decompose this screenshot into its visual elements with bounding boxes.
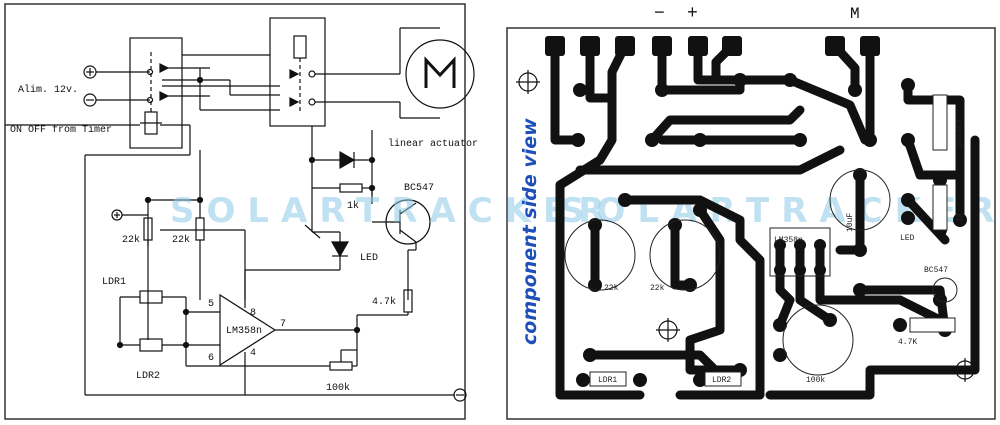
schematic-frame <box>4 3 466 420</box>
pcb-trim2-outline <box>649 219 721 291</box>
pcb-ldr1-label: LDR1 <box>598 376 617 385</box>
ldr1-label: LDR1 <box>102 277 126 288</box>
trim1-label: 22k <box>122 234 140 246</box>
pcb-plus-label: + <box>687 4 698 24</box>
led-symbol <box>330 241 350 258</box>
pcb-pot-outline <box>782 304 854 376</box>
ldr1-symbol <box>139 290 163 304</box>
trim2-label: 22k <box>172 234 190 246</box>
ldr2-symbol <box>139 338 163 352</box>
opamp-symbol <box>219 293 277 367</box>
pcb-trim2-label: 22k <box>650 284 665 293</box>
resistor-1k-label: 1k <box>347 200 359 212</box>
pcb-led-label: LED <box>900 234 915 243</box>
ground-terminal <box>453 388 467 402</box>
pcb-resistor-1k-outline <box>932 184 948 231</box>
pcb-cap-label: 10uF <box>846 213 855 232</box>
pcb-frame <box>506 27 996 420</box>
pcb-minus-label: − <box>654 4 665 24</box>
pcb-resistor-4k7-label: 4.7K <box>898 338 917 347</box>
pcb-opamp-outline <box>769 227 831 277</box>
pin6-label: 6 <box>208 353 214 364</box>
pot-100k-symbol <box>329 361 353 371</box>
pcb-resistor-1k-label: 1K <box>956 212 965 222</box>
pcb-trim1-label: 22k <box>604 284 619 293</box>
pcb-ldr1-outline <box>589 371 627 387</box>
pcb-ldr2-outline <box>704 371 742 387</box>
pcb-ldr2-label: LDR2 <box>712 376 731 385</box>
component-side-title: component side view <box>519 118 541 345</box>
pcb-transistor-outline <box>932 277 958 303</box>
pcb-motor-label: M <box>850 5 860 23</box>
transistor-label: BC547 <box>404 183 434 194</box>
pin8-label: 8 <box>250 308 256 319</box>
pcb-mounting-holes <box>516 70 977 382</box>
pcb-transistor-label: BC547 <box>924 266 948 275</box>
pcb-diode-outline <box>932 94 948 151</box>
pin7-label: 7 <box>280 319 286 330</box>
motor-m-glyph <box>424 56 456 88</box>
pin4-label: 4 <box>250 348 256 359</box>
diode-symbol <box>339 150 356 170</box>
pcb-components <box>564 94 958 387</box>
pcb-pads <box>545 36 967 387</box>
resistor-4k7-label: 4.7k <box>372 296 396 308</box>
pcb-pot-label: 100k <box>806 376 825 385</box>
watermark: SOLARTRACKER <box>170 191 616 231</box>
schematic <box>5 17 475 402</box>
pin5-label: 5 <box>208 299 214 310</box>
pcb-opamp-label: LM358n <box>774 236 803 245</box>
led-label: LED <box>360 253 378 264</box>
relay-1 <box>129 37 183 149</box>
timer-label: ON OFF from Timer <box>10 124 112 136</box>
opamp-label: LM358n <box>226 326 262 337</box>
pcb-resistor-4k7-outline <box>909 317 956 333</box>
relay-2 <box>269 17 326 127</box>
pot-100k-label: 100k <box>326 382 350 394</box>
ldr2-label: LDR2 <box>136 371 160 382</box>
supply-label: Alim. 12v. <box>18 84 78 96</box>
actuator-label: linear actuator <box>388 138 478 150</box>
pcb-cap-outline <box>829 169 891 231</box>
pcb-trim1-outline <box>564 219 636 291</box>
pcb-diode-label: 1N4007 <box>956 119 965 148</box>
motor-symbol <box>405 39 475 109</box>
